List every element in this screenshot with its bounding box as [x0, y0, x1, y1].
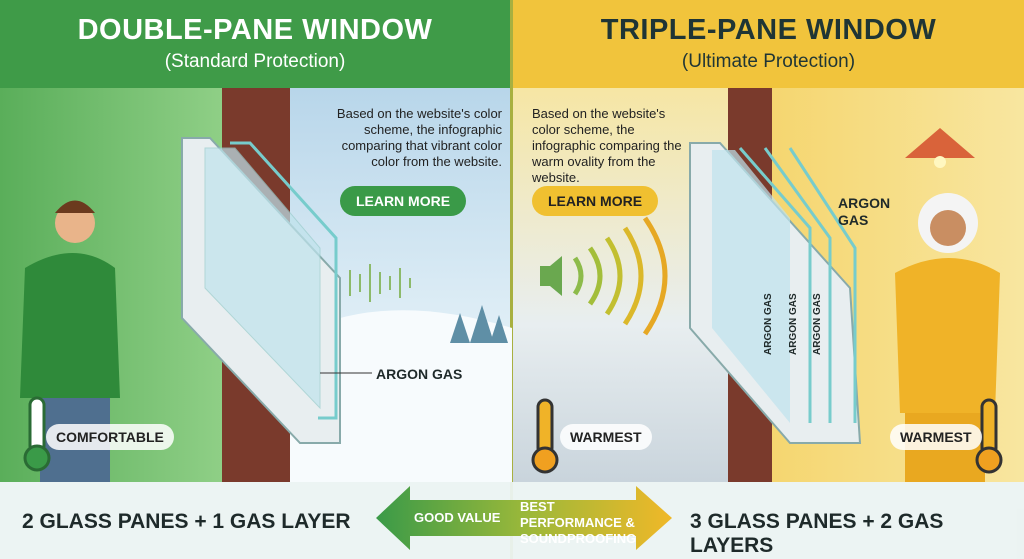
lamp-icon [905, 128, 975, 158]
left-header: DOUBLE-PANE WINDOW (Standard Protection) [0, 0, 510, 88]
warmest-badge-left: WARMEST [560, 424, 652, 450]
sound-wave-icon [339, 264, 411, 302]
gas-layer-label-2: ARGON GAS [788, 293, 799, 355]
thermometer-right-icon [975, 398, 1003, 474]
left-title: DOUBLE-PANE WINDOW [77, 14, 433, 46]
pine-trees-icon [450, 305, 508, 343]
best-performance-label: BEST PERFORMANCE & SOUNDPROOFING [520, 499, 637, 546]
left-argon-gas-label: ARGON GAS [376, 366, 463, 382]
left-blurb: Based on the website's color scheme, the… [336, 106, 502, 169]
left-learn-more-button[interactable]: LEARN MORE [340, 186, 466, 216]
speaker-icon [540, 256, 562, 296]
thermometer-mid-icon [531, 398, 559, 474]
right-title: TRIPLE-PANE WINDOW [600, 14, 937, 46]
center-divider [510, 0, 513, 559]
illustration [20, 128, 1003, 482]
snow-hill-icon [290, 310, 512, 482]
left-subtitle: (Standard Protection) [164, 51, 346, 72]
left-summary: 2 GLASS PANES + 1 GAS LAYER [22, 510, 351, 533]
good-value-label: GOOD VALUE [414, 510, 501, 525]
right-blurb: Based on the website's color scheme, the… [532, 106, 682, 185]
sound-waves-icon [572, 216, 668, 336]
triple-pane-window-icon [689, 142, 862, 444]
right-header: TRIPLE-PANE WINDOW (Ultimate Protection) [513, 0, 1024, 88]
gas-layer-label-1: ARGON GAS [763, 293, 774, 355]
right-summary: 3 GLASS PANES + 2 GAS LAYERS [690, 510, 944, 557]
comfortable-badge: COMFORTABLE [46, 424, 174, 450]
thermometer-left-icon [23, 396, 51, 472]
double-pane-window-icon [181, 137, 341, 444]
gas-layer-label-3: ARGON GAS [812, 293, 823, 355]
comparison-arrow-icon [376, 486, 672, 550]
warmest-badge-right: WARMEST [890, 424, 982, 450]
right-subtitle: (Ultimate Protection) [681, 51, 856, 72]
right-argon-gas-label: ARGON GAS [838, 195, 891, 228]
right-learn-more-button[interactable]: LEARN MORE [532, 186, 658, 216]
